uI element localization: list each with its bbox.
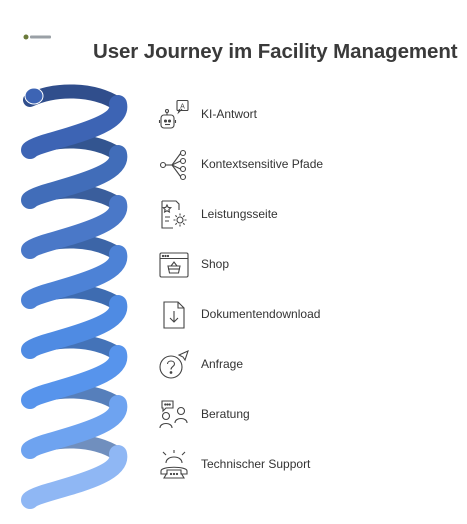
step-anfrage: Anfrage	[158, 349, 448, 381]
chatbot-icon: A	[158, 99, 190, 131]
step-label: KI-Antwort	[201, 107, 258, 121]
coil-front-segment	[21, 395, 128, 459]
step-label: Shop	[201, 257, 230, 271]
shop-window-icon	[158, 249, 190, 281]
brand-logo	[23, 28, 53, 40]
step-label: Dokumentendownload	[201, 307, 321, 321]
step-label: Anfrage	[201, 357, 244, 371]
step-label: Leistungsseite	[201, 207, 278, 221]
step-leistungsseite: Leistungsseite	[158, 199, 448, 231]
step-ki-antwort: A KI-Antwort	[158, 99, 448, 131]
step-label: Technischer Support	[201, 457, 311, 471]
coil-end-cap	[24, 87, 44, 105]
step-beratung: Beratung	[158, 399, 448, 431]
step-kontextsensitive-pfade: Kontextsensitive Pfade	[158, 149, 448, 181]
step-dokumentendownload: Dokumentendownload	[158, 299, 448, 331]
page-title: User Journey im Facility Management	[93, 40, 458, 63]
coil-front-segment	[21, 195, 128, 259]
svg-text:A: A	[180, 104, 185, 111]
step-label: Beratung	[201, 407, 250, 421]
coil-front-segment	[21, 295, 128, 359]
step-label: Kontextsensitive Pfade	[201, 157, 324, 171]
consultation-people-icon	[158, 399, 190, 431]
coil-front-segment	[21, 345, 128, 409]
coil-front-segment	[21, 445, 128, 509]
document-settings-icon	[158, 199, 190, 231]
brand-logo-graphic	[23, 34, 51, 40]
coil-front-segment	[21, 245, 128, 309]
network-nodes-icon	[158, 149, 190, 181]
support-phone-icon	[158, 449, 190, 481]
coil-front-segment	[21, 95, 128, 159]
question-send-icon	[158, 349, 190, 381]
coil-front-segment	[21, 145, 128, 209]
step-technischer-support: Technischer Support	[158, 449, 448, 481]
download-document-icon	[158, 299, 190, 331]
step-shop: Shop	[158, 249, 448, 281]
